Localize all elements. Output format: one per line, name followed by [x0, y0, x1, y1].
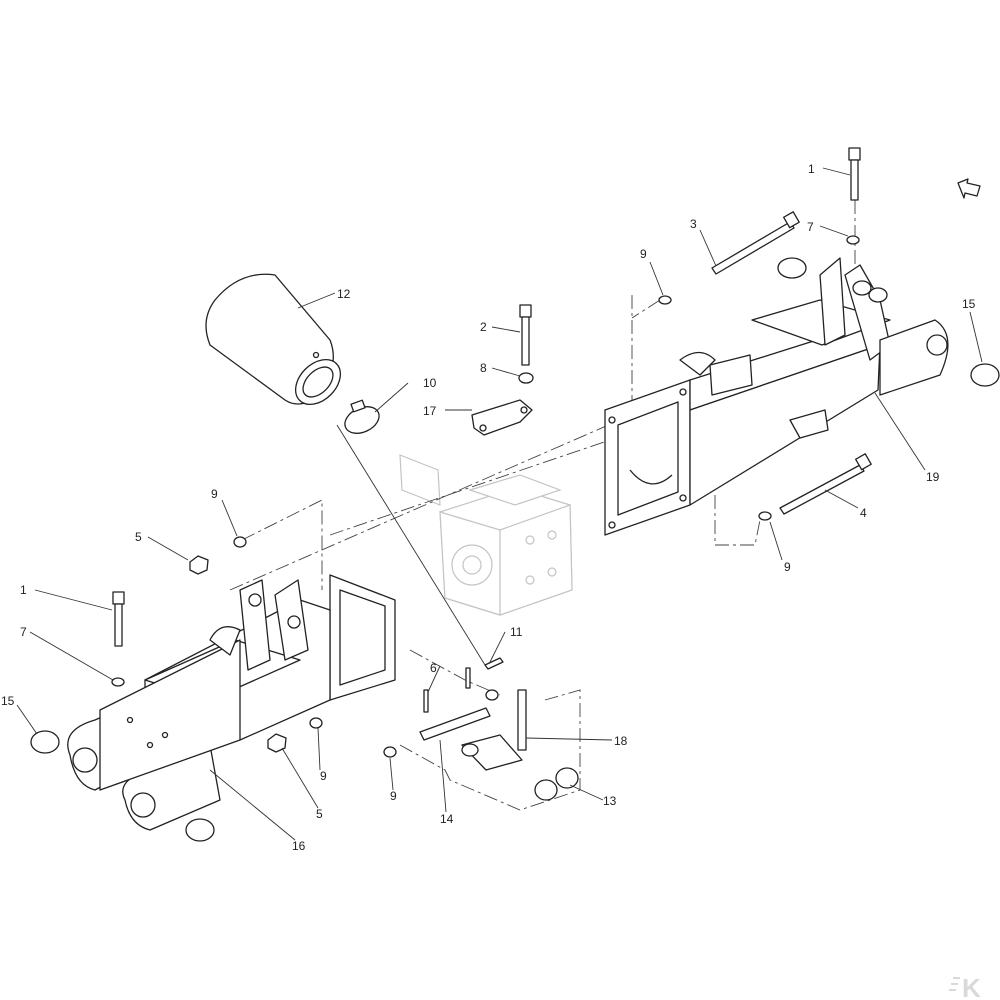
callout-13: 13 [603, 794, 617, 808]
callout-4: 4 [860, 506, 867, 520]
callout-12: 12 [337, 287, 351, 301]
callout-labels: 1 7 3 9 15 12 2 8 10 17 19 4 9 9 5 1 7 1… [1, 162, 976, 853]
callout-1-left: 1 [20, 583, 27, 597]
right-frame-assembly [604, 257, 949, 536]
callout-11: 11 [510, 625, 523, 639]
callout-5-lower: 5 [316, 807, 323, 821]
callout-2: 2 [480, 320, 487, 334]
callout-5-left-top: 5 [135, 530, 142, 544]
callout-19: 19 [926, 470, 940, 484]
left-frame-assembly [67, 574, 396, 831]
callout-9-right-top: 9 [640, 247, 647, 261]
gearbox-ghost [399, 454, 573, 616]
callout-9-mid: 9 [320, 769, 327, 783]
callout-9-left-top: 9 [211, 487, 218, 501]
plate-17 [471, 399, 533, 436]
hardware [30, 147, 1000, 842]
callout-1-right: 1 [808, 162, 815, 176]
callout-6: 6 [430, 661, 437, 675]
callout-17: 17 [423, 404, 437, 418]
pto-guard-cone [205, 273, 342, 406]
callout-9-right-lower: 9 [784, 560, 791, 574]
callout-16: 16 [292, 839, 306, 853]
hose-clamp [344, 399, 380, 434]
callout-10: 10 [423, 376, 437, 390]
callout-8: 8 [480, 361, 487, 375]
callout-7-left: 7 [20, 625, 27, 639]
callout-3: 3 [690, 217, 697, 231]
callout-18: 18 [614, 734, 628, 748]
direction-arrow-icon [957, 178, 981, 199]
callout-9-lower-mid: 9 [390, 789, 397, 803]
watermark-text: K [962, 973, 981, 1000]
callout-14: 14 [440, 812, 454, 826]
callout-7-right: 7 [807, 220, 814, 234]
kramp-logo: K [949, 973, 981, 1000]
leader-lines [16, 167, 983, 841]
callout-15-right: 15 [962, 297, 976, 311]
callout-15-left: 15 [1, 694, 15, 708]
